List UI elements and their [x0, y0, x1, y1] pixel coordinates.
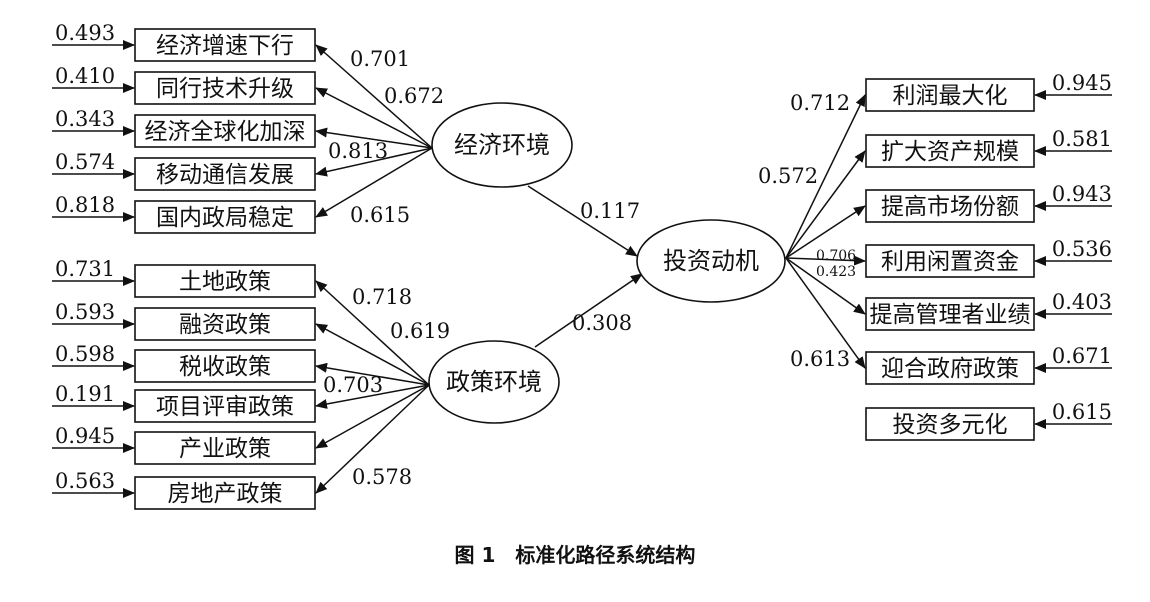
- economic-loading-arrow: [315, 147, 433, 218]
- motive-indicator-box: [865, 244, 1035, 278]
- policy-indicator-label: 项目评审政策: [156, 394, 294, 420]
- node-policy: [428, 340, 560, 424]
- arrow-layer: [52, 40, 1112, 498]
- economic-error-value: 0.574: [55, 150, 115, 174]
- coef-policy-to-motive: 0.308: [572, 311, 632, 335]
- motive-loading-value: 0.572: [758, 164, 818, 188]
- motive-error-value: 0.615: [1052, 400, 1112, 424]
- motive-indicator-label: 扩大资产规模: [881, 139, 1019, 165]
- economic-loading-value: 0.615: [350, 203, 410, 227]
- motive-indicator-label: 投资多元化: [893, 412, 1008, 438]
- policy-loading-arrow: [315, 280, 430, 386]
- policy-loading-arrow: [315, 384, 430, 494]
- shape-layer: [134, 28, 1035, 510]
- motive-indicator-label: 提高市场份额: [881, 194, 1019, 220]
- motive-loading-arrow: [785, 255, 866, 266]
- motive-indicator-label: 迎合政府政策: [881, 356, 1019, 382]
- figure-caption: 图 1 标准化路径系统结构: [455, 543, 696, 567]
- policy-indicator-box: [134, 307, 316, 341]
- motive-indicator-box: [865, 407, 1035, 441]
- motive-error-value: 0.943: [1052, 182, 1112, 206]
- motive-indicator-box: [865, 351, 1035, 385]
- economic-indicator-box: [134, 157, 316, 191]
- policy-indicator-label: 税收政策: [179, 354, 271, 380]
- policy-indicator-box: [134, 349, 316, 383]
- economic-indicator-label: 国内政局稳定: [156, 205, 294, 231]
- economic-error-value: 0.818: [55, 193, 115, 217]
- economic-indicator-box: [134, 28, 316, 62]
- economic-loading-arrow: [315, 44, 433, 149]
- economic-indicator-label: 经济全球化加深: [145, 119, 306, 145]
- policy-indicator-box: [134, 389, 316, 423]
- node-motive: [636, 219, 786, 303]
- policy-error-value: 0.731: [55, 257, 115, 281]
- motive-indicator-label: 利用闲置资金: [881, 249, 1019, 275]
- economic-indicator-label: 经济增速下行: [156, 33, 294, 59]
- policy-error-value: 0.191: [55, 382, 115, 406]
- motive-loading-value: 0.706: [816, 248, 856, 264]
- policy-loading-value: 0.619: [390, 319, 450, 343]
- motive-indicator-box: [865, 189, 1035, 223]
- policy-loading-arrow: [315, 362, 430, 386]
- economic-indicator-box: [134, 200, 316, 234]
- economic-error-value: 0.410: [55, 64, 115, 88]
- policy-error-value: 0.598: [55, 342, 115, 366]
- motive-indicator-box: [865, 78, 1035, 112]
- motive-indicator-label: 提高管理者业绩: [870, 302, 1031, 328]
- economic-indicator-box: [134, 114, 316, 148]
- motive-loading-arrow: [785, 94, 866, 259]
- policy-indicator-label: 房地产政策: [168, 481, 283, 507]
- policy-error-value: 0.945: [55, 424, 115, 448]
- economic-loading-arrow: [315, 147, 433, 177]
- node-label-policy: 政策环境: [446, 368, 542, 396]
- policy-loading-arrow: [315, 323, 430, 386]
- motive-indicator-box: [865, 297, 1035, 331]
- economic-error-value: 0.493: [55, 21, 115, 45]
- policy-error-value: 0.563: [55, 469, 115, 493]
- motive-loading-arrow: [785, 257, 866, 369]
- motive-error-value: 0.403: [1052, 290, 1112, 314]
- policy-loading-arrow: [315, 384, 430, 409]
- economic-loading-value: 0.813: [328, 139, 388, 163]
- node-label-motive: 投资动机: [663, 247, 759, 275]
- economic-indicator-box: [134, 71, 316, 105]
- policy-indicator-box: [134, 431, 316, 465]
- path-economic-to-motive: [527, 185, 638, 257]
- economic-loading-arrow: [315, 127, 433, 149]
- economic-loading-value: 0.701: [350, 47, 410, 71]
- node-economic: [431, 102, 573, 188]
- policy-indicator-label: 土地政策: [179, 269, 271, 295]
- path-policy-to-motive: [534, 273, 643, 348]
- motive-indicator-box: [865, 134, 1035, 168]
- policy-loading-arrow: [315, 384, 430, 449]
- motive-error-value: 0.945: [1052, 71, 1112, 95]
- motive-loading-value: 0.423: [816, 264, 856, 280]
- economic-loading-value: 0.672: [384, 84, 444, 108]
- policy-indicator-label: 融资政策: [179, 312, 271, 338]
- motive-error-value: 0.671: [1052, 344, 1112, 368]
- motive-indicator-label: 利润最大化: [893, 83, 1008, 109]
- policy-indicator-box: [134, 264, 316, 298]
- policy-indicator-box: [134, 476, 316, 510]
- motive-loading-value: 0.712: [790, 91, 850, 115]
- policy-error-value: 0.593: [55, 300, 115, 324]
- policy-loading-value: 0.578: [352, 465, 412, 489]
- motive-loading-arrow: [785, 205, 866, 259]
- motive-loading-value: 0.613: [790, 347, 850, 371]
- economic-loading-arrow: [315, 87, 433, 149]
- economic-indicator-label: 移动通信发展: [156, 162, 294, 188]
- motive-error-value: 0.581: [1052, 127, 1112, 151]
- policy-indicator-label: 产业政策: [179, 436, 271, 462]
- coef-economic-to-motive: 0.117: [580, 199, 640, 223]
- motive-error-value: 0.536: [1052, 237, 1112, 261]
- policy-loading-value: 0.703: [323, 373, 383, 397]
- economic-indicator-label: 同行技术升级: [156, 76, 294, 102]
- motive-loading-arrow: [785, 150, 866, 259]
- economic-error-value: 0.343: [55, 107, 115, 131]
- motive-loading-arrow: [785, 257, 866, 315]
- node-label-economic: 经济环境: [454, 131, 550, 159]
- policy-loading-value: 0.718: [352, 285, 412, 309]
